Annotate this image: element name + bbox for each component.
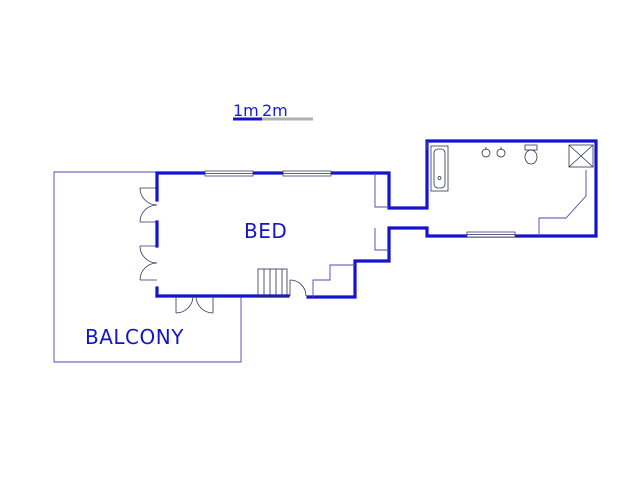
- balcony-outline: [53, 171, 242, 363]
- basin-left: [481, 148, 491, 158]
- scale-bar: 1m 2m: [233, 101, 313, 121]
- scale-label-1m: 1m: [233, 101, 259, 120]
- toilet-bowl: [524, 149, 538, 165]
- wall-north: [155, 139, 598, 299]
- toilet-cistern: [524, 144, 538, 151]
- room-label-bed: BED: [244, 219, 287, 243]
- balcony-doors-south: [175, 295, 214, 314]
- bathtub: [430, 145, 449, 192]
- windows: [204, 170, 516, 238]
- balcony-doors-west: [139, 187, 159, 281]
- staircase: [257, 268, 288, 297]
- scale-label-2m: 2m: [262, 101, 288, 120]
- shower: [568, 144, 594, 168]
- room-label-balcony: BALCONY: [85, 325, 184, 349]
- bathroom-fixtures: [430, 144, 594, 192]
- walls: [155, 139, 598, 299]
- basin-right: [496, 148, 506, 158]
- interior-lines: [312, 141, 587, 297]
- entry-door: [289, 279, 307, 297]
